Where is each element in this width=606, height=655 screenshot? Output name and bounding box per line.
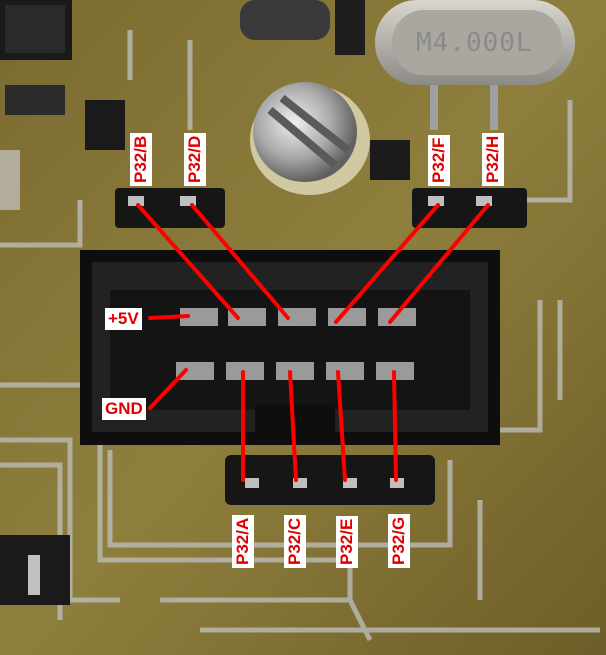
- label-p32a: P32/A: [232, 514, 254, 568]
- box-header-pins-top: [180, 308, 416, 326]
- label-gnd: GND: [102, 398, 146, 420]
- label-p32b: P32/B: [130, 132, 152, 186]
- label-p32d: P32/D: [184, 132, 206, 186]
- pin-header-bottom: [225, 455, 435, 505]
- crystal-marking: M4.000L: [416, 28, 533, 58]
- label-p32h: P32/H: [482, 132, 504, 186]
- label-p32g: P32/G: [388, 513, 410, 568]
- red-wiring-lines: [136, 203, 490, 482]
- box-header-pins-bottom: [176, 362, 414, 380]
- label-plus5v: +5V: [105, 308, 142, 330]
- label-p32f: P32/F: [428, 134, 450, 186]
- label-p32e: P32/E: [336, 515, 358, 568]
- pin-header-top-right: [412, 188, 527, 228]
- label-p32c: P32/C: [284, 514, 306, 568]
